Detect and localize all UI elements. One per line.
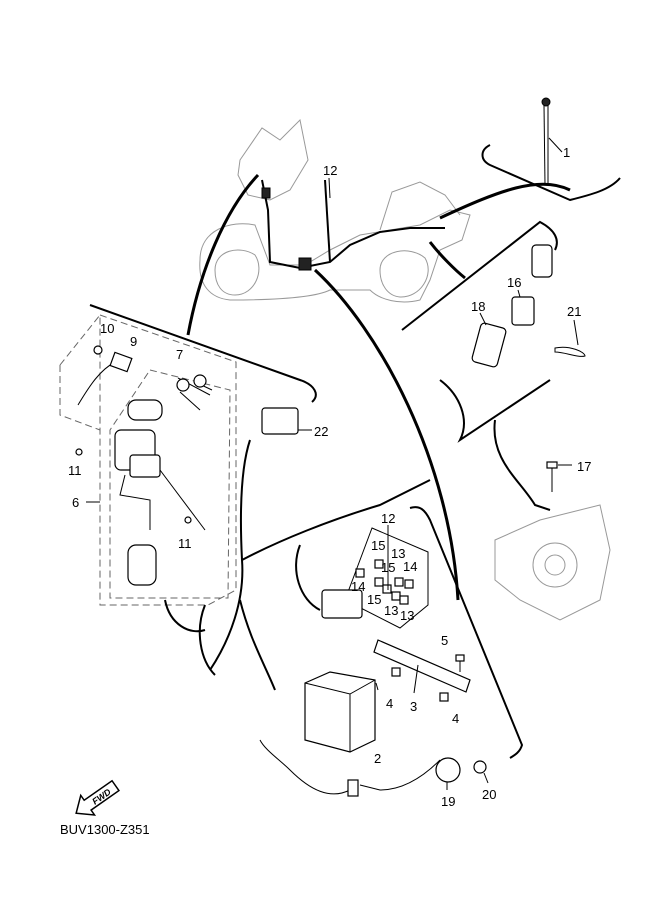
callout-9: 9 — [130, 334, 137, 349]
callout-11: 11 — [68, 463, 82, 478]
fwd-arrow-icon: FWD — [75, 779, 120, 816]
part-battery-band — [373, 639, 471, 702]
callout-1: 1 — [563, 145, 570, 160]
wire-harness-main — [164, 439, 431, 691]
callout-12b: 12 — [381, 511, 395, 526]
callout-14: 14 — [403, 559, 417, 574]
scooter-outline — [199, 118, 471, 303]
callout-15c: 15 — [367, 592, 381, 607]
assembly-boxes — [59, 314, 237, 606]
part-bolt — [546, 461, 572, 492]
part-band — [554, 346, 586, 357]
part-main-switch — [75, 374, 213, 586]
callout-18: 18 — [471, 299, 485, 314]
callout-21: 21 — [567, 304, 581, 319]
wire-harness-right — [439, 379, 551, 511]
callout-2: 2 — [374, 751, 381, 766]
callout-4b: 4 — [452, 711, 459, 726]
callout-4: 4 — [386, 696, 393, 711]
callout-11b: 11 — [178, 536, 192, 551]
callout-3: 3 — [410, 699, 417, 714]
part-coupler — [511, 244, 553, 326]
wire-harness-on-scooter — [261, 179, 445, 271]
callout-15: 15 — [371, 538, 385, 553]
callout-16: 16 — [507, 275, 521, 290]
callout-22: 22 — [314, 424, 328, 439]
guide-lines — [89, 144, 621, 759]
callout-10: 10 — [100, 321, 114, 336]
callout-13c: 13 — [400, 608, 414, 623]
callout-13b: 13 — [384, 603, 398, 618]
callout-19: 19 — [441, 794, 455, 809]
part-cable-tie — [541, 97, 563, 186]
callout-6: 6 — [72, 495, 79, 510]
part-relay — [261, 407, 312, 435]
leader-lines — [86, 177, 579, 790]
part-lead-and-screw — [77, 345, 133, 406]
callout-7: 7 — [176, 347, 183, 362]
callout-5: 5 — [441, 633, 448, 648]
callout-12: 12 — [323, 163, 337, 178]
callout-14b: 14 — [351, 579, 365, 594]
engine-outline — [494, 504, 611, 621]
callout-13: 13 — [391, 546, 405, 561]
part-sensor — [259, 739, 487, 797]
callout-17: 17 — [577, 459, 591, 474]
callout-15b: 15 — [381, 560, 395, 575]
part-connector — [471, 322, 507, 368]
part-fuses — [321, 527, 429, 629]
callout-20: 20 — [482, 787, 496, 802]
callout-labels: 1 12 16 21 18 10 9 7 22 17 11 6 11 12 15… — [68, 145, 591, 809]
diagram-code: BUV1300-Z351 — [60, 822, 150, 837]
part-battery — [304, 671, 376, 753]
